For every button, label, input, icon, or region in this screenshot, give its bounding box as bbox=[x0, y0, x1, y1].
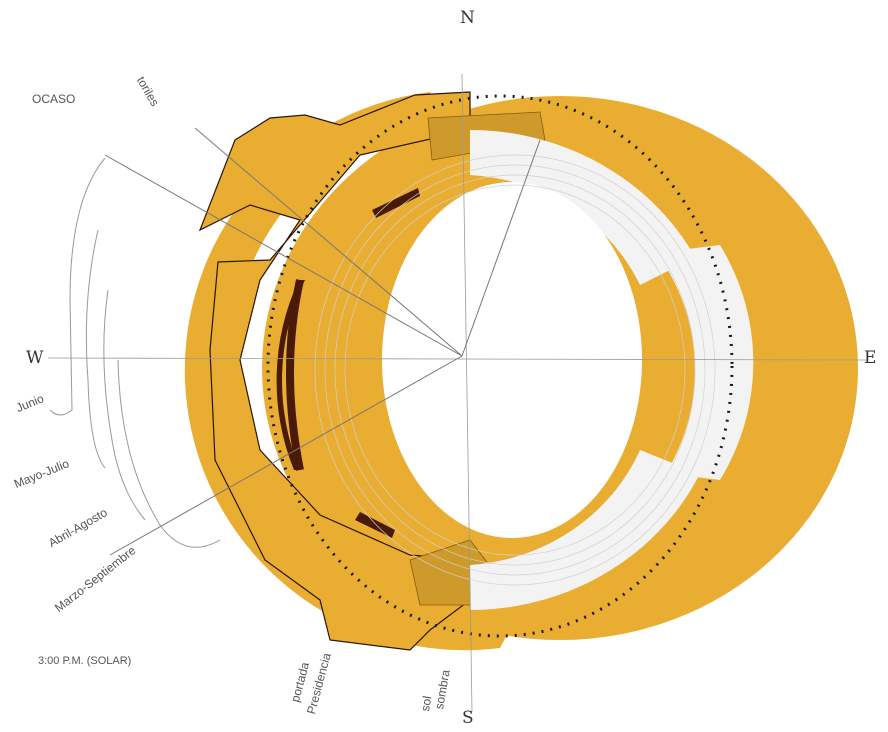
west-dark-band bbox=[276, 280, 305, 470]
south-dark-band bbox=[355, 512, 395, 538]
west-dark-band-2 bbox=[286, 279, 304, 471]
time-label: 3:00 P.M. (SOLAR) bbox=[38, 655, 132, 667]
west-marker: W bbox=[26, 348, 44, 368]
sun-rays bbox=[104, 127, 541, 556]
seating-lines bbox=[314, 154, 716, 586]
west-outer-wing bbox=[198, 91, 471, 651]
sunset-arcs bbox=[49, 157, 221, 548]
north-south-axis bbox=[461, 73, 473, 713]
dotted-outer-ring bbox=[266, 94, 734, 638]
ocaso-label: OCASO bbox=[32, 92, 76, 106]
north-marker: N bbox=[460, 8, 475, 28]
east-west-axis bbox=[47, 357, 869, 361]
seating-ring-east bbox=[680, 245, 754, 480]
north-dark-band bbox=[372, 188, 420, 218]
south-marker: S bbox=[462, 708, 474, 728]
east-marker: E bbox=[864, 348, 877, 368]
arena bbox=[382, 182, 642, 538]
seating-ring-south bbox=[470, 450, 690, 605]
